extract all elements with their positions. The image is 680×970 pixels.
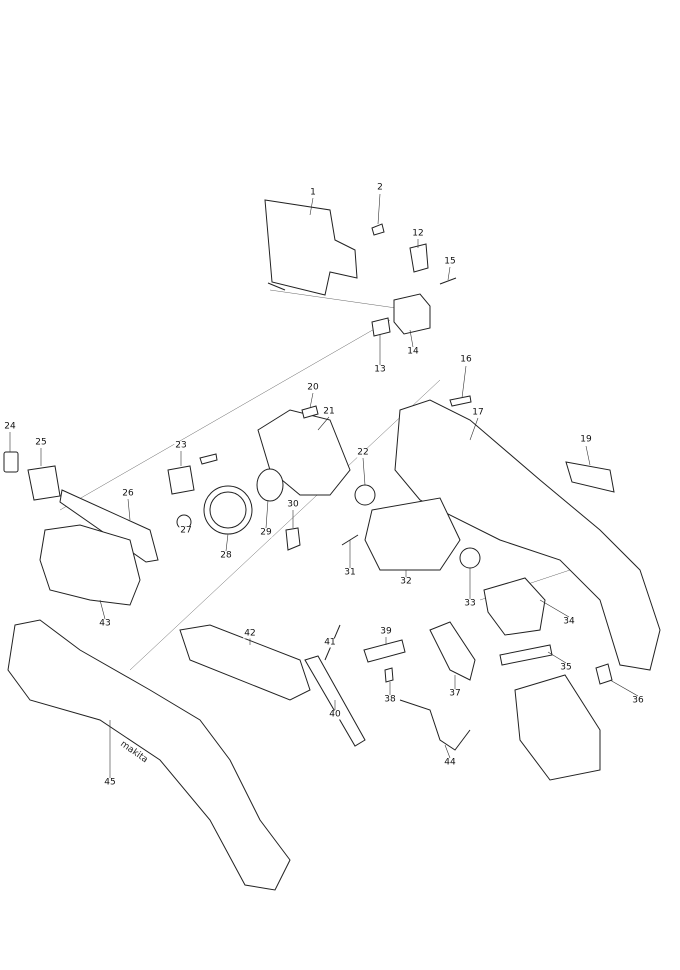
callout-19: 19 xyxy=(579,434,593,445)
callout-25: 25 xyxy=(34,437,48,448)
callout-36: 36 xyxy=(631,695,645,706)
part-14-block xyxy=(393,293,431,335)
part-39-slider xyxy=(363,639,406,663)
callout-45: 45 xyxy=(103,777,117,788)
part-1-screw xyxy=(267,282,286,291)
part-38-spring xyxy=(384,667,394,683)
part-42-housing-insert xyxy=(179,624,311,701)
callout-12: 12 xyxy=(411,228,425,239)
battery xyxy=(514,674,601,781)
part-26-bar xyxy=(59,489,159,563)
callout-40: 40 xyxy=(328,709,342,720)
part-19-label xyxy=(565,461,615,493)
part-35-terminal xyxy=(499,644,553,666)
callout-1: 1 xyxy=(309,187,317,198)
callout-15: 15 xyxy=(443,256,457,267)
part-30-switch xyxy=(285,527,301,551)
part-23-screw xyxy=(199,453,218,465)
part-34-switch xyxy=(483,577,546,636)
callout-21: 21 xyxy=(322,406,336,417)
callout-41: 41 xyxy=(323,637,337,648)
part-32-motor xyxy=(364,497,461,571)
callout-24: 24 xyxy=(3,421,17,432)
part-24-cap xyxy=(3,451,19,473)
callout-33: 33 xyxy=(463,598,477,609)
part-16-screw xyxy=(449,395,472,407)
callout-32: 32 xyxy=(399,576,413,587)
callout-27: 27 xyxy=(179,525,193,536)
part-44-wire xyxy=(399,699,471,751)
part-25-block xyxy=(27,465,61,501)
callout-2: 2 xyxy=(376,182,384,193)
callout-22: 22 xyxy=(356,447,370,458)
part-36-plate xyxy=(595,663,613,685)
part-1-bracket xyxy=(264,199,358,296)
callout-13: 13 xyxy=(373,364,387,375)
part-45-housing xyxy=(7,619,291,891)
callout-29: 29 xyxy=(259,527,273,538)
assembly-line xyxy=(59,289,601,671)
callout-17: 17 xyxy=(471,407,485,418)
callout-44: 44 xyxy=(443,757,457,768)
callout-39: 39 xyxy=(379,626,393,637)
part-15-pin xyxy=(439,277,457,285)
part-37-trigger xyxy=(429,621,476,681)
callout-43: 43 xyxy=(98,618,112,629)
callout-38: 38 xyxy=(383,694,397,705)
callout-37: 37 xyxy=(448,688,462,699)
callout-42: 42 xyxy=(243,628,257,639)
part-12-clip xyxy=(409,243,429,273)
callout-26: 26 xyxy=(121,488,135,499)
callout-14: 14 xyxy=(406,346,420,357)
part-33-bushing xyxy=(459,547,481,569)
part-29-bearing xyxy=(256,468,284,502)
callout-34: 34 xyxy=(562,616,576,627)
callout-31: 31 xyxy=(343,567,357,578)
part-23-plate xyxy=(167,465,195,495)
callout-23: 23 xyxy=(174,440,188,451)
part-2-screw xyxy=(371,223,385,236)
callout-30: 30 xyxy=(286,499,300,510)
part-22-o-ring xyxy=(354,484,376,506)
part-13-spring xyxy=(371,317,391,337)
callout-16: 16 xyxy=(459,354,473,365)
part-43-gear-case xyxy=(39,524,141,606)
callout-20: 20 xyxy=(306,382,320,393)
part-20-screw xyxy=(301,405,319,419)
part-28-gear-inner xyxy=(209,491,247,529)
callout-35: 35 xyxy=(559,662,573,673)
callout-28: 28 xyxy=(219,550,233,561)
